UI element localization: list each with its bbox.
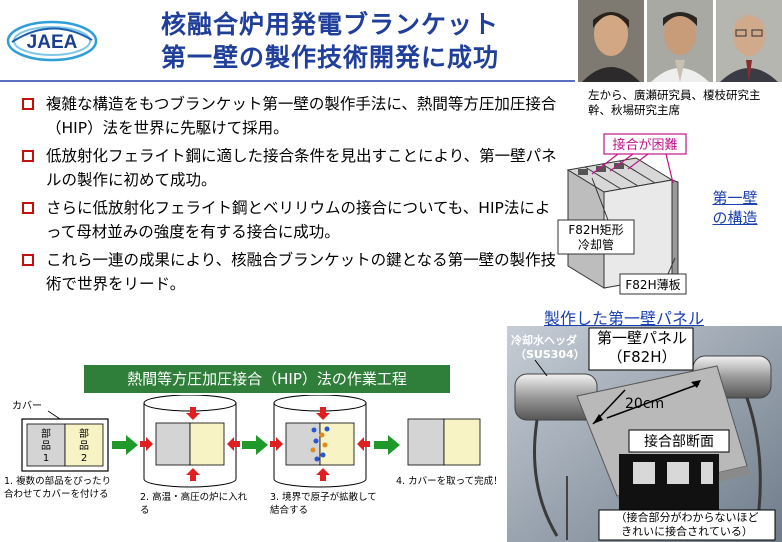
bullet-square-icon	[22, 98, 34, 110]
researcher-photos	[578, 0, 782, 82]
step-4-text: 4. カバーを取って完成！	[396, 476, 503, 487]
bullet-square-icon	[22, 202, 34, 214]
arrow-right-icon	[374, 435, 400, 455]
researcher-photo	[578, 0, 644, 82]
section-note: （接合部分がわからないほど きれいに接合されている）	[615, 511, 759, 538]
thin-plate-label: F82H薄板	[625, 277, 680, 292]
svg-text:2: 2	[81, 453, 87, 464]
difficult-label: 接合が困難	[612, 137, 677, 153]
svg-text:部: 部	[41, 427, 51, 440]
bullet-square-icon	[22, 254, 34, 266]
jaea-logo: JAEA	[6, 20, 98, 62]
researcher-photo	[716, 0, 782, 82]
svg-text:1: 1	[43, 453, 49, 464]
panel-photo: 冷却水ヘッダ （SUS304） 第一壁パネル （F82H） 20cm 接合部断面…	[507, 326, 782, 542]
cooling-tube-label-1: F82H矩形	[568, 223, 623, 237]
svg-text:品: 品	[41, 440, 51, 452]
researcher-photo	[647, 0, 713, 82]
title-line-1: 核融合炉用発電ブランケット	[160, 10, 499, 39]
panel-link[interactable]: 製作した第一壁パネル	[544, 309, 705, 328]
cooling-tube-label-2: 冷却管	[578, 237, 614, 252]
list-item: これら一連の成果により、核融合ブランケットの鍵となる第一壁の製作技術で世界をリー…	[22, 248, 562, 296]
step-3-text: 3. 境界で原子が拡散して結合する	[270, 492, 377, 516]
first-wall-structure-diagram: 接合が困難 F82H矩形 冷却管 F82H薄板	[548, 128, 688, 298]
bullet-square-icon	[22, 150, 34, 162]
arrow-right-icon	[242, 435, 268, 455]
cover-label: カバー	[12, 400, 42, 412]
hip-process-diagram: カバー 部 品 1 部 品 2	[0, 394, 510, 542]
size-label: 20cm	[625, 396, 665, 412]
photo-caption: 左から、廣瀬研究員、榎枝研究主幹、秋場研究主席	[588, 88, 761, 117]
title-divider	[0, 80, 575, 82]
list-item: 低放射化フェライト鋼に適した接合条件を見出すことにより、第一壁パネルの製作に初め…	[22, 144, 562, 192]
svg-text:部: 部	[79, 427, 89, 440]
summary-list: 複雑な構造をもつブランケット第一壁の製作手法に、熱間等方圧加圧接合（HIP）法を…	[22, 92, 562, 300]
svg-text:品: 品	[79, 440, 89, 452]
list-item: さらに低放射化フェライト鋼とベリリウムの接合についても、HIP法によって母材並み…	[22, 196, 562, 244]
structure-link[interactable]: 第一壁 の構造	[712, 189, 758, 227]
header-label-2: （SUS304）	[515, 348, 585, 361]
section-label: 接合部断面	[644, 434, 714, 450]
list-item: 複雑な構造をもつブランケット第一壁の製作手法に、熱間等方圧加圧接合（HIP）法を…	[22, 92, 562, 140]
title-line-2: 第一壁の製作技術開発に成功	[160, 43, 499, 72]
header-label-1: 冷却水ヘッダ	[511, 334, 577, 347]
hip-process-title: 熱間等方圧加圧接合（HIP）法の作業工程	[84, 365, 450, 393]
wall-label: 第一壁パネル （F82H）	[596, 329, 687, 366]
step-2-text: 2. 高温・高圧の炉に入れる	[140, 492, 248, 516]
step-1-text: 1. 複数の部品をぴったり合わせてカバーを付ける	[4, 476, 112, 500]
logo-text: JAEA	[27, 32, 78, 53]
page-title: 核融合炉用発電ブランケット 第一壁の製作技術開発に成功	[110, 8, 550, 74]
arrow-right-icon	[112, 435, 138, 455]
